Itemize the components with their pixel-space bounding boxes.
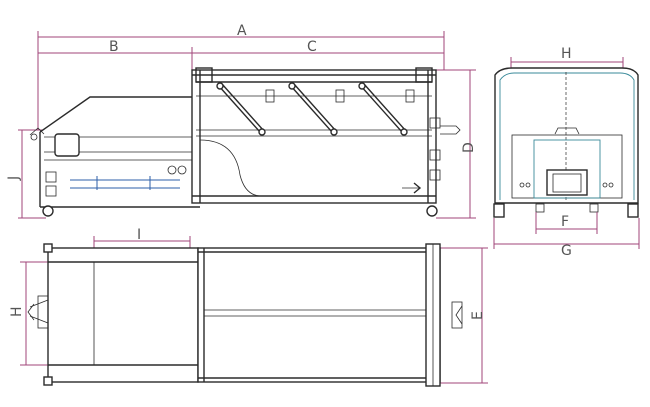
- label-c: C: [307, 39, 317, 55]
- lid-hydraulic-arms: [216, 82, 408, 136]
- dimension-d: D: [436, 69, 477, 219]
- side-view: A B C D J: [6, 23, 477, 219]
- dimension-j: J: [6, 129, 46, 219]
- rear-wheel: [426, 205, 438, 217]
- label-h-side: H: [9, 306, 25, 317]
- front-wheel: [42, 205, 54, 217]
- container-section: [42, 67, 461, 217]
- right-foot: [627, 203, 639, 218]
- label-f: F: [561, 214, 569, 230]
- front-view: H F G: [493, 46, 640, 259]
- compactor-section: [29, 96, 221, 208]
- rear-door-hardware: [402, 117, 461, 194]
- top-view: I H E: [9, 227, 488, 387]
- dimension-b: B: [38, 39, 193, 75]
- label-d: D: [461, 142, 477, 153]
- dimension-h-top: H: [510, 46, 624, 68]
- dimension-a: A: [37, 23, 445, 130]
- left-foot: [493, 203, 505, 218]
- label-a: A: [237, 23, 247, 39]
- label-e: E: [470, 311, 486, 320]
- label-b: B: [109, 39, 119, 55]
- dimension-f: F: [535, 212, 598, 234]
- label-i: I: [137, 227, 141, 243]
- dimension-c: C: [192, 39, 444, 55]
- label-j: J: [6, 176, 22, 181]
- dimension-e: E: [440, 247, 488, 384]
- dimension-h-side: H: [9, 261, 48, 366]
- label-h-top: H: [561, 46, 572, 62]
- label-g: G: [561, 243, 572, 259]
- dimension-g: G: [493, 218, 640, 259]
